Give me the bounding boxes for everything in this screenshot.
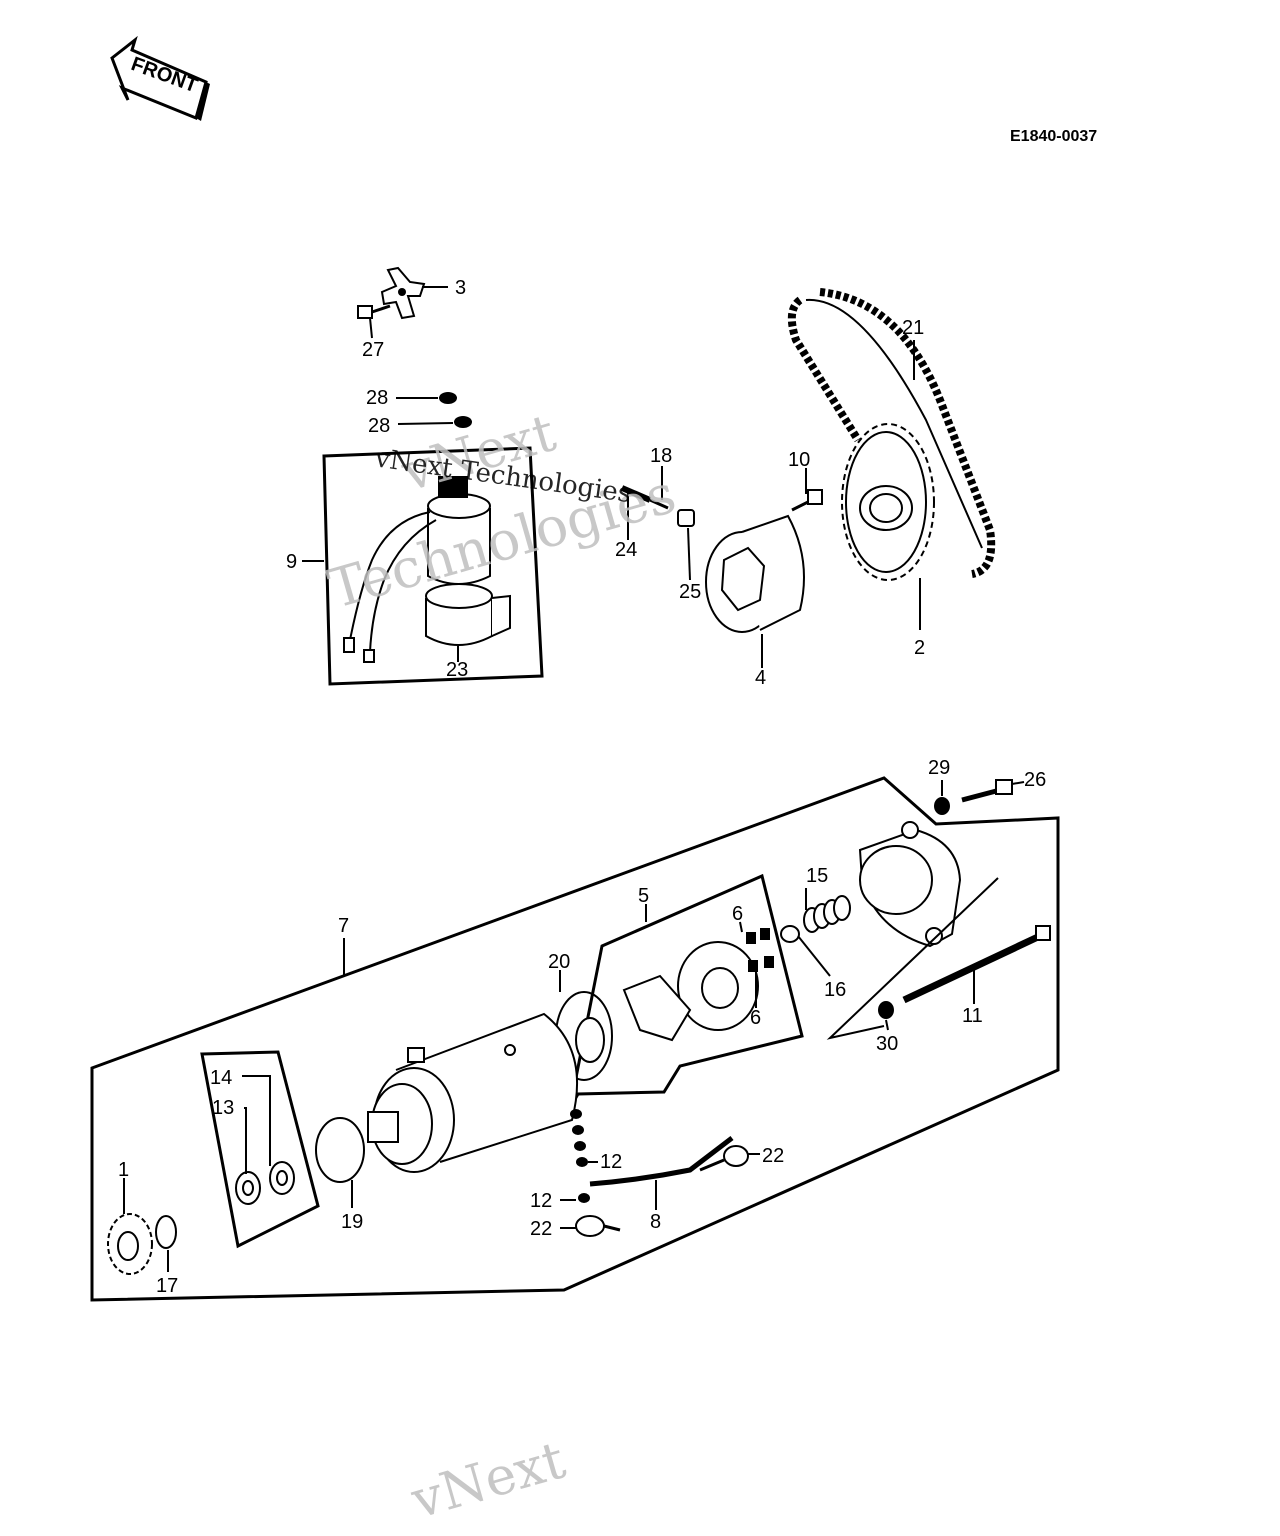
watermark-lower: vNext bbox=[404, 1430, 571, 1531]
callout-4: 4 bbox=[755, 667, 766, 689]
part-30-nut bbox=[878, 1001, 894, 1019]
front-arrow-icon: FRONT bbox=[110, 35, 210, 121]
part-29-washer bbox=[934, 797, 950, 815]
part-18-24-pin bbox=[620, 485, 669, 510]
part-26-bolt bbox=[961, 779, 1013, 803]
brush-plate bbox=[622, 928, 774, 1042]
diagram-code: E1840-0037 bbox=[1010, 128, 1097, 145]
part-13-14-box bbox=[200, 1050, 320, 1249]
callout-23: 23 bbox=[446, 659, 468, 681]
callout-20: 20 bbox=[548, 951, 570, 973]
callout-18: 18 bbox=[650, 445, 672, 467]
callout-15: 15 bbox=[806, 865, 828, 887]
part-22-terminal-upper bbox=[699, 1145, 749, 1172]
part-11-through-bolt bbox=[902, 925, 1051, 1004]
callout-3: 3 bbox=[455, 277, 466, 299]
callout-6-lower: 6 bbox=[750, 1007, 761, 1029]
part-27-bolt bbox=[357, 304, 391, 319]
part-25-bushing bbox=[677, 509, 695, 527]
part-21-chain bbox=[787, 288, 996, 578]
callout-16: 16 bbox=[824, 979, 846, 1001]
end-cover bbox=[858, 821, 962, 948]
part-1-pinion-gear bbox=[107, 1213, 153, 1275]
callout-26: 26 bbox=[1024, 769, 1046, 791]
part-2-sprocket bbox=[841, 423, 935, 581]
callout-14: 14 bbox=[210, 1067, 232, 1089]
part-17-circlip bbox=[155, 1215, 177, 1249]
callout-19: 19 bbox=[341, 1211, 363, 1233]
callout-8: 8 bbox=[650, 1211, 661, 1233]
watermark-bottom-vnext: vNext bbox=[404, 1430, 571, 1531]
callout-7: 7 bbox=[338, 915, 349, 937]
callout-28-upper: 28 bbox=[366, 387, 388, 409]
part-13-14-shims bbox=[235, 1161, 295, 1205]
callout-9: 9 bbox=[286, 551, 297, 573]
callout-10: 10 bbox=[788, 449, 810, 471]
callout-6-upper: 6 bbox=[732, 903, 743, 925]
part-28-nut-lower bbox=[454, 416, 472, 428]
part-15-shims bbox=[803, 895, 851, 933]
callout-21: 21 bbox=[902, 317, 924, 339]
part-4-starter-clutch bbox=[705, 514, 805, 633]
callout-11: 11 bbox=[962, 1005, 983, 1027]
part-7-starter-motor-outline bbox=[90, 776, 1060, 1302]
callout-2: 2 bbox=[914, 637, 925, 659]
callout-30: 30 bbox=[876, 1033, 898, 1055]
part-16-washer bbox=[780, 925, 800, 943]
callout-24: 24 bbox=[615, 539, 637, 561]
callout-22-upper: 22 bbox=[762, 1145, 784, 1167]
callout-5: 5 bbox=[638, 885, 649, 907]
callout-29: 29 bbox=[928, 757, 950, 779]
callout-13: 13 bbox=[212, 1097, 234, 1119]
part-19-o-ring bbox=[315, 1117, 365, 1183]
part-28-nut-upper bbox=[439, 392, 457, 404]
callout-25: 25 bbox=[679, 581, 701, 603]
callout-22-lower: 22 bbox=[530, 1218, 552, 1240]
callout-17: 17 bbox=[156, 1275, 178, 1297]
part-9-solenoid-box bbox=[322, 446, 544, 686]
callout-1: 1 bbox=[118, 1159, 129, 1181]
part-12-terminal-hardware bbox=[570, 1109, 590, 1203]
callout-28-lower: 28 bbox=[368, 415, 390, 437]
part-10-bolt bbox=[791, 489, 823, 512]
part-8-lead-wire bbox=[589, 1136, 734, 1187]
part-3-bracket bbox=[380, 266, 426, 320]
part-22-terminal-lower bbox=[575, 1215, 621, 1237]
callout-12-lower: 12 bbox=[530, 1190, 552, 1212]
callout-12-upper: 12 bbox=[600, 1151, 622, 1173]
callout-27: 27 bbox=[362, 339, 384, 361]
part-23-cover bbox=[425, 583, 511, 646]
starter-motor-body bbox=[367, 1012, 605, 1173]
